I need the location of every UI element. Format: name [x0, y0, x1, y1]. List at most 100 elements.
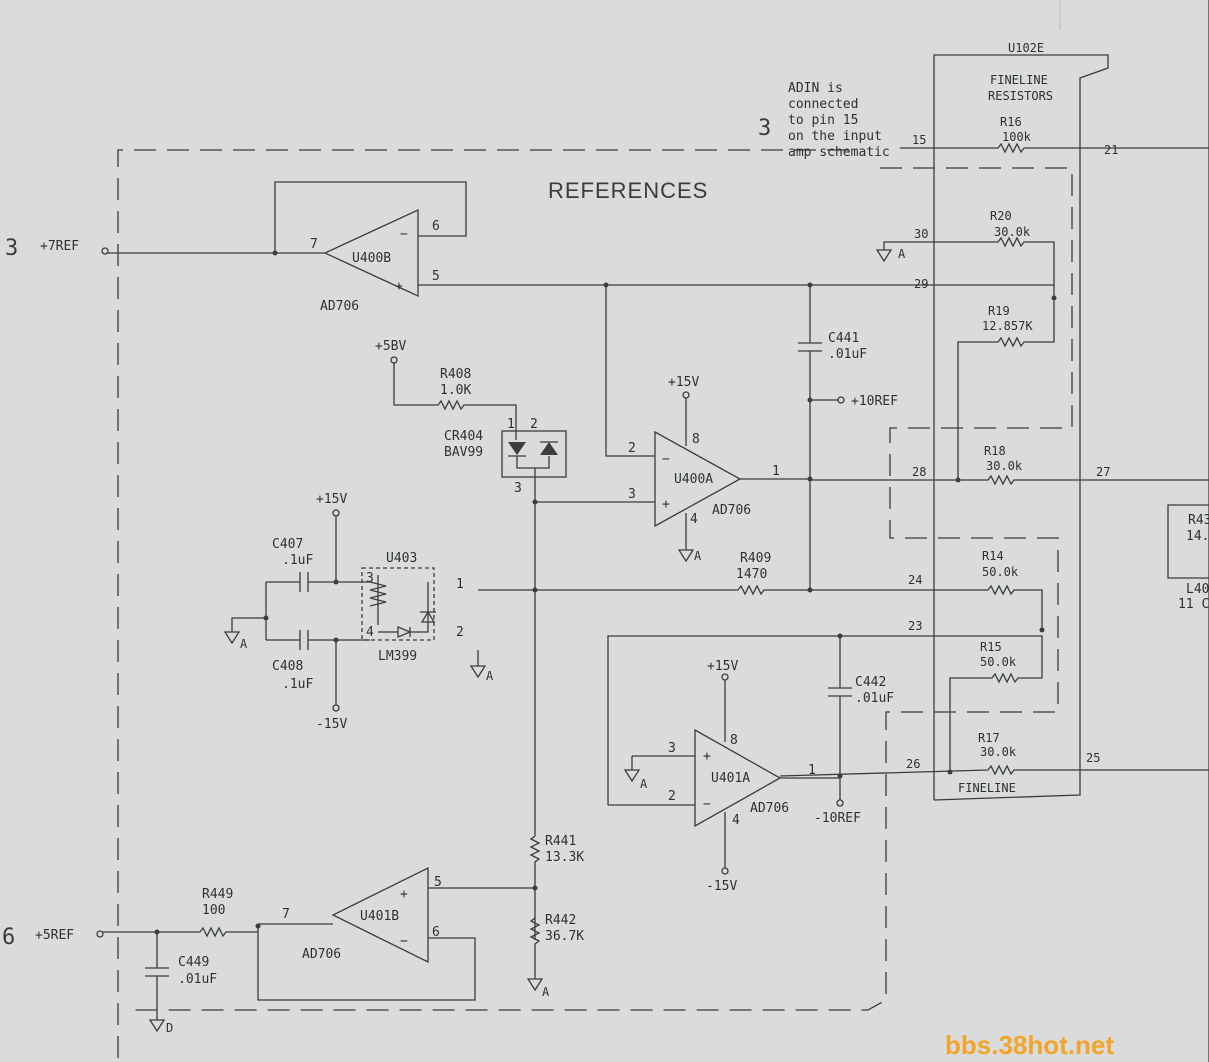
resistor-r449: R449 100: [103, 887, 261, 938]
svg-text:−: −: [703, 797, 711, 812]
pin-label: 24: [908, 573, 922, 587]
pin-label: 4: [732, 813, 740, 828]
pin-label: 3: [514, 481, 522, 496]
component-ref: CR404: [444, 429, 483, 444]
net-minus15: -15V: [316, 717, 347, 732]
note-line: on the input: [788, 129, 882, 144]
svg-text:+: +: [395, 279, 403, 294]
component-value: 14.: [1186, 529, 1209, 544]
capacitor-c441: C441 .01uF: [798, 285, 867, 590]
opamp-u401b: +− U401B AD706 7 5 6: [257, 866, 535, 1001]
opamp-ref: U400A: [674, 472, 713, 487]
pin-label: 1: [456, 577, 464, 592]
network-title: FINELINE: [990, 73, 1048, 87]
net-minus10ref: -10REF: [814, 811, 861, 826]
component-ref: C442: [855, 675, 886, 690]
resistor-ref: R20: [990, 209, 1012, 223]
pin-label: 3: [366, 571, 374, 586]
note-line: ADIN is: [788, 81, 843, 96]
pin-label: 8: [730, 733, 738, 748]
section-title: REFERENCES: [548, 178, 708, 203]
pin-label: 2: [628, 441, 636, 456]
component-value: 36.7K: [545, 929, 584, 944]
opamp-u401a: A +15V -15V +− U401A AD706 3 2 1 8 4: [608, 659, 840, 894]
component-value: 11 C: [1178, 597, 1209, 612]
pin-label: 6: [432, 219, 440, 234]
ground-label: D: [166, 1021, 173, 1035]
ground-label: A: [898, 247, 906, 261]
capacitor-c408: C408 .1uF: [231, 582, 370, 705]
net-plus10ref: +10REF: [851, 394, 898, 409]
opamp-part: AD706: [320, 299, 359, 314]
capacitor-c407: C407 .1uF: [266, 516, 370, 592]
net-plus15: +15V: [316, 492, 347, 507]
pin-label: 15: [912, 133, 926, 147]
opamp-ref: U401A: [711, 771, 750, 786]
pin-label: 8: [692, 432, 700, 447]
svg-text:+: +: [400, 887, 408, 902]
network-footer: FINELINE: [958, 781, 1016, 795]
resistor-value: 12.857K: [982, 319, 1033, 333]
component-value: 13.3K: [545, 850, 584, 865]
pin-label: 5: [434, 875, 442, 890]
resistor-value: 50.0k: [982, 565, 1019, 579]
resistor-network-u102e: U102E FINELINE RESISTORS FINELINE 15 21 …: [607, 41, 1209, 805]
pin-label: 27: [1096, 465, 1110, 479]
pin-label: 28: [912, 465, 926, 479]
sheet-ref-5ref: 6: [2, 925, 15, 950]
pin-label: 3: [668, 741, 676, 756]
resistor-r442: A R442 36.7K: [527, 913, 584, 999]
pin-label: 2: [456, 625, 464, 640]
sheet-ref-note: 3: [758, 116, 771, 141]
svg-text:+: +: [703, 749, 711, 764]
resistor-r409: R409 1470: [478, 551, 813, 596]
component-ref: U403: [386, 551, 417, 566]
resistor-ref: R16: [1000, 115, 1022, 129]
component-ref: C407: [272, 537, 303, 552]
svg-text:−: −: [400, 227, 408, 242]
resistor-ref: R14: [982, 549, 1004, 563]
capacitor-c442: C442 .01uF -10REF: [814, 633, 894, 826]
sheet-ref-7ref: 3: [5, 236, 18, 261]
resistor-ref: R18: [984, 444, 1006, 458]
ground-label: A: [694, 549, 702, 563]
pin-label: 1: [772, 464, 780, 479]
resistor-value: 30.0k: [986, 459, 1023, 473]
component-part: LM399: [378, 649, 417, 664]
opamp-u400b: −+ U400B AD706 7 6 5: [108, 181, 810, 314]
adin-note: ADIN is connected to pin 15 on the input…: [788, 81, 890, 160]
component-value: .01uF: [855, 691, 894, 706]
component-ref: L40: [1186, 582, 1209, 597]
pin-label: 21: [1104, 143, 1118, 157]
component-value: .1uF: [282, 553, 313, 568]
note-line: to pin 15: [788, 113, 858, 128]
pin-label: 23: [908, 619, 922, 633]
pin-label: 26: [906, 757, 920, 771]
ground-label: A: [240, 637, 248, 651]
pin-label: 25: [1086, 751, 1100, 765]
pin-label: 7: [282, 907, 290, 922]
note-line: connected: [788, 97, 858, 112]
component-value: 100: [202, 903, 225, 918]
pin-label: 29: [914, 277, 928, 291]
component-ref: C408: [272, 659, 303, 674]
component-ref: R43: [1188, 513, 1209, 528]
resistor-ref: R19: [988, 304, 1010, 318]
net-plus5ref: +5REF: [35, 928, 74, 943]
resistor-value: 50.0k: [980, 655, 1017, 669]
svg-text:−: −: [400, 934, 408, 949]
pin-label: 2: [530, 417, 538, 432]
pin-label: 6: [432, 925, 440, 940]
pin-label: 3: [628, 487, 636, 502]
net-plus15: +15V: [707, 659, 738, 674]
net-plus5v: +5BV: [375, 339, 406, 354]
component-value: 1470: [736, 567, 767, 582]
component-ref: R449: [202, 887, 233, 902]
pin-label: 30: [914, 227, 928, 241]
resistor-value: 30.0k: [980, 745, 1017, 759]
resistor-value: 30.0k: [994, 225, 1031, 239]
opamp-ref: U401B: [360, 909, 399, 924]
edge-components: R43 14. L40 11 C: [1167, 0, 1209, 1062]
resistor-value: 100k: [1002, 130, 1032, 144]
